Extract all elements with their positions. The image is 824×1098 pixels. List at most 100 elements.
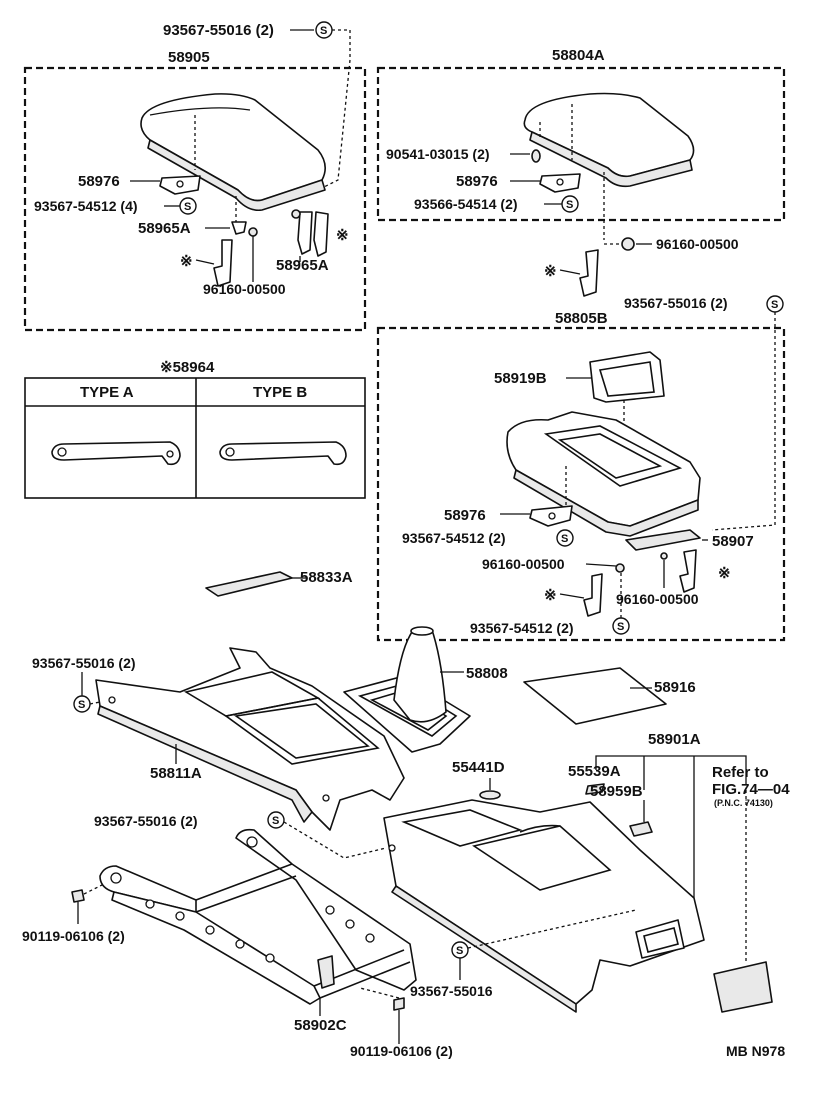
dash-bolt-b bbox=[359, 987, 400, 999]
s-symbol-icon: S bbox=[315, 21, 333, 39]
mat-58916-icon bbox=[523, 667, 667, 725]
label-58976-a: 58976 bbox=[78, 173, 120, 190]
label-58907: 58907 bbox=[712, 533, 754, 550]
svg-text:S: S bbox=[320, 25, 327, 37]
label-55539A: 55539A bbox=[568, 763, 621, 780]
label-93567-54512-2-a: 93567-54512 (2) bbox=[402, 530, 506, 546]
s-symbol-icon: S bbox=[267, 811, 285, 829]
bracket-58805B-a-icon bbox=[583, 573, 603, 617]
label-58919B: 58919B bbox=[494, 370, 547, 387]
label-90119-a: 90119-06106 (2) bbox=[22, 928, 125, 944]
asterisk-c: ※ bbox=[544, 263, 557, 280]
type-table bbox=[24, 377, 366, 499]
dash-mid-screw bbox=[711, 312, 776, 531]
hinge-58976-left bbox=[159, 175, 201, 195]
label-58965A-b: 58965A bbox=[276, 257, 329, 274]
asterisk-a: ※ bbox=[180, 253, 193, 270]
box-58905 bbox=[23, 66, 367, 332]
bracket-left-icon bbox=[213, 239, 233, 287]
asterisk-e: ※ bbox=[718, 565, 731, 582]
label-fig-ref: FIG.74—04 bbox=[712, 781, 790, 798]
bracket-58804A-icon bbox=[579, 249, 599, 297]
box-58805B bbox=[376, 326, 786, 642]
asterisk-b: ※ bbox=[336, 227, 349, 244]
svg-text:S: S bbox=[561, 533, 568, 545]
clip-small-icon bbox=[231, 221, 247, 235]
label-58902C: 58902C bbox=[294, 1017, 347, 1034]
bolt-90119-a-icon bbox=[71, 889, 85, 903]
label-58976-c: 58976 bbox=[444, 507, 486, 524]
s-symbol-icon: S bbox=[73, 695, 91, 713]
armrest-lid-58905 bbox=[140, 93, 326, 212]
bracket-58805B-b-icon bbox=[679, 549, 697, 593]
svg-text:S: S bbox=[456, 945, 463, 957]
bracket-frame-58902C bbox=[99, 828, 417, 1005]
leader-96160-c bbox=[585, 563, 617, 567]
label-93567-55016-2-mid: 93567-55016 (2) bbox=[624, 295, 728, 311]
console-panel-58811A bbox=[95, 647, 405, 831]
label-58916: 58916 bbox=[654, 679, 696, 696]
label-93567-55016-bottom: 93567-55016 bbox=[410, 983, 493, 999]
label-90541: 90541-03015 (2) bbox=[386, 146, 490, 162]
label-58804A: 58804A bbox=[552, 47, 605, 64]
label-58964: ※58964 bbox=[160, 359, 215, 376]
cover-74130-icon bbox=[713, 961, 773, 1013]
s-symbol-icon: S bbox=[612, 617, 630, 635]
bracket-type-b-icon bbox=[219, 441, 347, 466]
clip-96160-d-icon bbox=[660, 552, 668, 560]
label-93567-55016-2-left: 93567-55016 (2) bbox=[32, 655, 136, 671]
label-93567-55016-2-low: 93567-55016 (2) bbox=[94, 813, 198, 829]
label-58965A-a: 58965A bbox=[138, 220, 191, 237]
label-55441D: 55441D bbox=[452, 759, 505, 776]
strip-58833A-icon bbox=[205, 571, 293, 597]
label-93566: 93566-54514 (2) bbox=[414, 196, 518, 212]
svg-text:S: S bbox=[272, 815, 279, 827]
s-symbol-icon: S bbox=[556, 529, 574, 547]
console-box-58805B bbox=[506, 411, 701, 537]
label-refer-to: Refer to bbox=[712, 764, 769, 781]
shift-boot-58808 bbox=[343, 626, 471, 753]
leader-ast-d bbox=[559, 593, 585, 599]
figure-code: MB N978 bbox=[726, 1043, 785, 1059]
label-58976-b: 58976 bbox=[456, 173, 498, 190]
tray-58919B bbox=[589, 351, 665, 403]
s-symbol-icon: S bbox=[179, 197, 197, 215]
label-58901A: 58901A bbox=[648, 731, 701, 748]
clip-55539A-icon bbox=[585, 783, 605, 795]
label-93567-55016-2-top: 93567-55016 (2) bbox=[163, 22, 274, 39]
asterisk-d: ※ bbox=[544, 587, 557, 604]
leader-ast-a bbox=[195, 259, 215, 265]
lower-console-58901A bbox=[383, 799, 705, 1013]
label-93567-54512-2-b: 93567-54512 (2) bbox=[470, 620, 574, 636]
box-58804A bbox=[376, 66, 786, 222]
bolt-90119-b-icon bbox=[393, 997, 405, 1011]
pad-55441D-icon bbox=[479, 790, 501, 800]
leader-top-screw bbox=[317, 29, 351, 191]
svg-text:S: S bbox=[771, 299, 778, 311]
hinge-58976-mid bbox=[529, 505, 573, 527]
label-58905: 58905 bbox=[168, 49, 210, 66]
label-96160-d: 96160-00500 bbox=[616, 591, 699, 607]
dash-sym-bottom bbox=[467, 909, 637, 949]
type-a-header: TYPE A bbox=[80, 384, 134, 401]
s-symbol-icon: S bbox=[451, 941, 469, 959]
bracket-right-a-icon bbox=[297, 211, 313, 255]
label-93567-54512-4: 93567-54512 (4) bbox=[34, 198, 138, 214]
dash-bolt-a bbox=[83, 883, 105, 895]
hinge-58976-right bbox=[539, 173, 581, 193]
screw-90541-icon bbox=[531, 149, 541, 163]
svg-text:S: S bbox=[78, 699, 85, 711]
bracket-right-b-icon bbox=[313, 211, 329, 257]
label-pnc-ref: (P.N.C. 74130) bbox=[714, 798, 773, 808]
label-96160-a: 96160-00500 bbox=[203, 281, 286, 297]
label-58959B: 58959B bbox=[590, 783, 643, 800]
label-90119-b: 90119-06106 (2) bbox=[350, 1043, 453, 1059]
svg-text:S: S bbox=[617, 621, 624, 633]
label-58805B: 58805B bbox=[555, 310, 608, 327]
type-b-header: TYPE B bbox=[253, 384, 307, 401]
label-58833A: 58833A bbox=[300, 569, 353, 586]
bracket-type-a-icon bbox=[51, 441, 181, 466]
dash-low-screw bbox=[283, 821, 387, 859]
nut-icon bbox=[248, 227, 258, 237]
